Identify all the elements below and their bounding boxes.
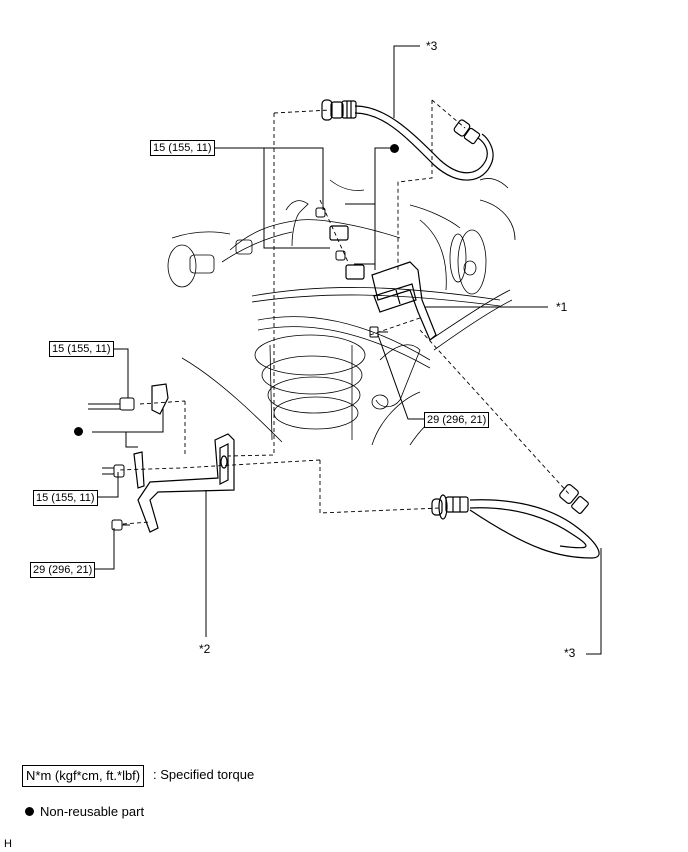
callout-hose-top: *3 <box>426 39 438 53</box>
torque-label-bolt-right: 29 (296, 21) <box>424 412 490 428</box>
torque-label-left: 15 (155, 11) <box>49 341 114 357</box>
torque-label-bolt-left: 29 (296, 21) <box>30 562 96 578</box>
legend-torque-unit: N*m (kgf*cm, ft.*lbf) <box>22 765 145 787</box>
non-reusable-marker-left <box>74 427 83 436</box>
non-reusable-marker-top <box>390 144 399 153</box>
brake-hose-top <box>321 99 494 181</box>
legend-nonreusable-dot <box>25 807 34 816</box>
callout-bracket-1: *1 <box>556 300 568 314</box>
legend-torque-desc: : Specified torque <box>153 767 255 782</box>
legend-nonreusable-text: Non-reusable part <box>40 804 145 819</box>
brake-bracket-1 <box>329 225 437 341</box>
suspension-background <box>167 178 516 446</box>
leader-lines <box>92 45 602 655</box>
torque-label-lower-left: 15 (155, 11) <box>33 490 98 506</box>
figure-code: H <box>4 838 12 850</box>
callout-bracket-2: *2 <box>199 642 211 656</box>
brake-bracket-2 <box>133 383 235 533</box>
torque-label-top: 15 (155, 11) <box>150 140 215 156</box>
fasteners <box>88 207 388 531</box>
brake-hose-bottom <box>431 483 600 559</box>
callout-hose-bottom: *3 <box>564 646 576 660</box>
dashed-guides <box>117 99 571 525</box>
